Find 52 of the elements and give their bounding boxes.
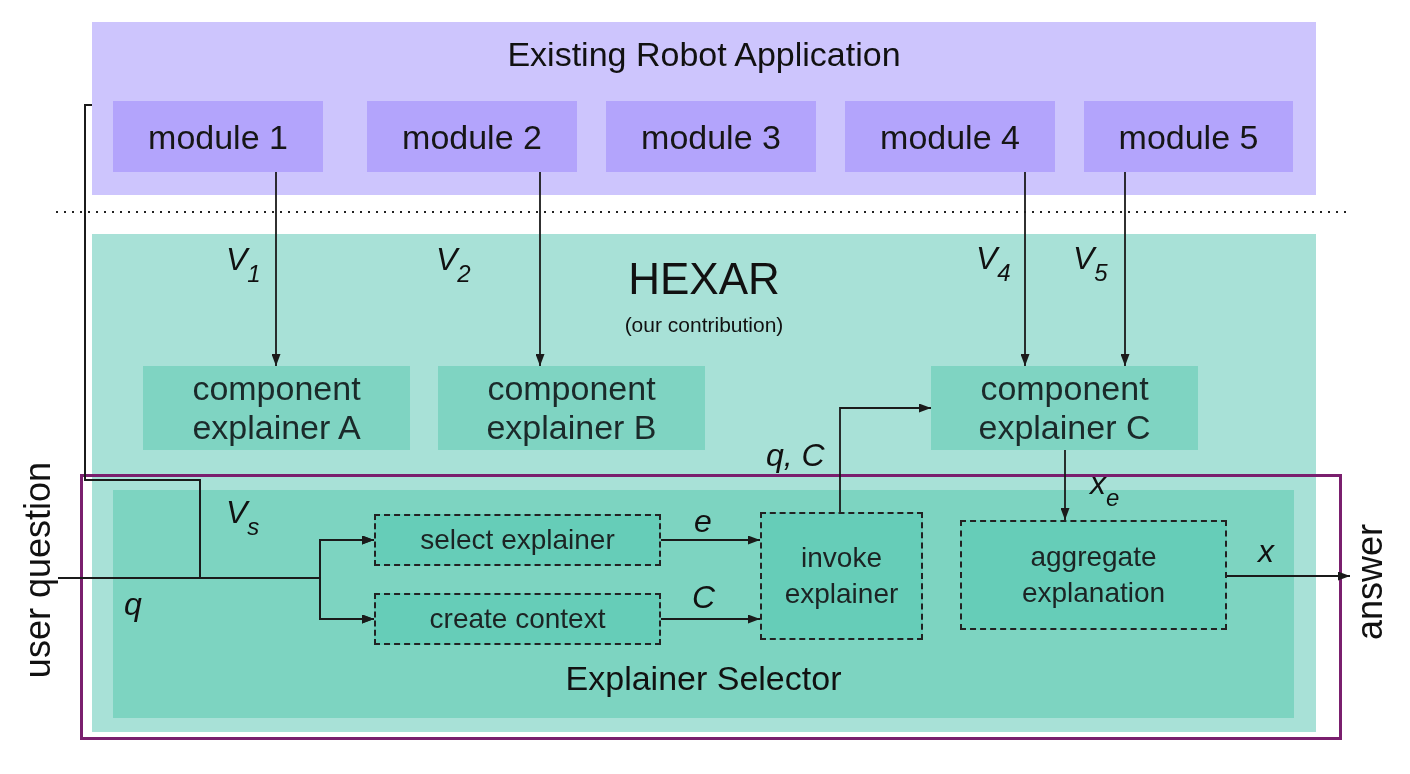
edge-label: V$_{1}$ [226, 243, 261, 287]
box-label: component explainer A [191, 369, 362, 447]
edge-label: C [692, 581, 716, 617]
arrow [1060, 449, 1070, 521]
explainer-box [438, 366, 705, 450]
module-label: module 5 [1118, 116, 1259, 157]
process-box [374, 593, 661, 645]
box-label: component explainer B [485, 369, 658, 447]
box-label: aggregate explanation [1020, 540, 1167, 610]
module-box [606, 101, 816, 172]
arrow [535, 171, 545, 367]
edge-label: x [1258, 535, 1274, 571]
arrow [660, 614, 761, 624]
panel-title: Existing Robot Application [507, 34, 901, 74]
panel-subtitle: (our contribution) [624, 312, 784, 338]
module-box [367, 101, 577, 172]
edge-label: e [694, 505, 712, 541]
edge-label: q [124, 588, 142, 624]
box-label: component explainer C [977, 369, 1152, 447]
edge-label: V$_{s}$ [226, 496, 260, 540]
framework-panel [92, 234, 1316, 732]
arrow [839, 403, 932, 513]
arrow [271, 171, 281, 367]
explainer-box [931, 366, 1198, 450]
process-box [760, 512, 923, 640]
edge-label: x$_{e}$ [1090, 467, 1120, 511]
output-label: answer [1350, 524, 1390, 641]
explainer-box [143, 366, 410, 450]
module-label: module 4 [880, 116, 1020, 157]
panel-title: Explainer Selector [565, 658, 842, 698]
edge-label: q, C [766, 439, 825, 475]
arrow [660, 535, 761, 545]
edge-label: V$_{4}$ [976, 242, 1011, 286]
module-box [845, 101, 1055, 172]
box-label: invoke explainer [783, 541, 900, 611]
arrow [1020, 171, 1030, 367]
module-label: module 2 [402, 116, 542, 157]
edge-label: V$_{2}$ [436, 243, 471, 287]
process-box [374, 514, 661, 566]
application-panel [92, 22, 1316, 195]
module-label: module 1 [148, 116, 288, 157]
process-box [960, 520, 1227, 630]
module-label: module 3 [641, 116, 781, 157]
arrow [1120, 171, 1130, 367]
box-label: create context [429, 602, 606, 636]
edge-label: V$_{5}$ [1073, 242, 1108, 286]
panel-title: HEXAR [628, 254, 780, 304]
module-box [113, 101, 323, 172]
arrow [1226, 571, 1351, 581]
input-label: user question [18, 462, 58, 679]
box-label: select explainer [420, 523, 615, 557]
module-box [1084, 101, 1293, 172]
